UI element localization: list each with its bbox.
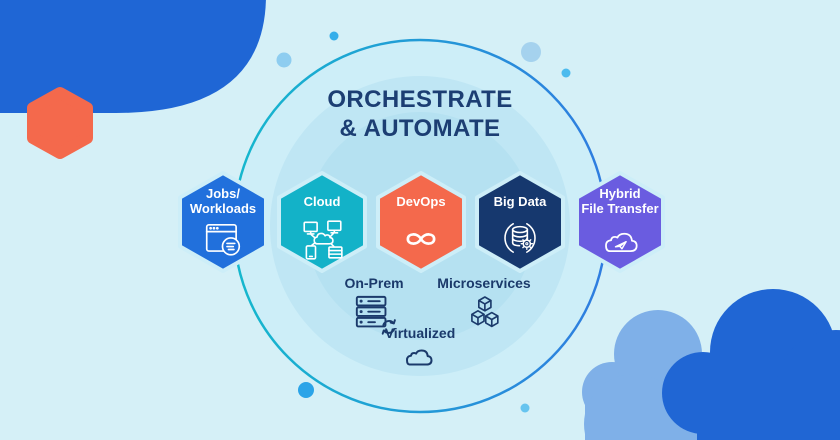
dot: [520, 403, 530, 413]
dot: [329, 31, 339, 41]
hex-icon-wrap: [474, 218, 566, 260]
hex-label-cloud: Cloud: [303, 193, 341, 209]
dot: [298, 382, 314, 398]
infinity-icon: [406, 233, 436, 245]
cubes-icon: [471, 296, 499, 328]
satellite-label-microservices: Microservices: [437, 275, 531, 291]
corner-blob-shape: [0, 0, 266, 113]
floating-dots: [276, 31, 571, 413]
corner-hexagon-shape: [27, 87, 93, 159]
hex-tile-big-data: Big Data: [472, 170, 568, 274]
database-gear-icon: [504, 222, 536, 253]
server-sync-icon: [355, 295, 396, 335]
satellite-virtualized: Virtualized: [374, 325, 466, 367]
satellite-label-virtualized: Virtualized: [384, 325, 456, 341]
hex-tile-hybrid-file-transfer: Hybrid File Transfer: [572, 170, 668, 274]
hex-icon-wrap: [276, 218, 368, 260]
dot: [521, 42, 541, 62]
hex-tile-devops: DevOps: [373, 170, 469, 274]
satellite-on-prem: On-Prem: [328, 275, 420, 336]
satellite-label-on-prem: On-Prem: [344, 275, 404, 291]
hex-label-big-data: Big Data: [493, 193, 547, 209]
hex-icon-wrap: [177, 218, 269, 260]
satellite-microservices: Microservices: [437, 275, 531, 332]
hexagon-shape: [277, 171, 367, 273]
title-line-2: & AUTOMATE: [339, 115, 501, 142]
hex-tile-cloud: Cloud: [274, 170, 370, 274]
hex-icon-wrap: [375, 218, 467, 260]
app-window-tasks-icon: [205, 223, 241, 256]
dot: [276, 52, 292, 68]
hex-icon-wrap: [574, 218, 666, 260]
hex-label-devops: DevOps: [396, 193, 446, 209]
hexagon-shape: [475, 171, 565, 273]
hexagon-shape: [376, 171, 466, 273]
cloud-icon: [406, 349, 433, 366]
hex-tile-jobs-workloads: Jobs/ Workloads: [175, 170, 271, 274]
cloud-network-icon: [302, 219, 343, 260]
title-line-1: ORCHESTRATE: [327, 86, 513, 113]
cloud-dark-shape: [662, 289, 840, 440]
hexagon-shape: [178, 171, 268, 273]
diagram-title: ORCHESTRATE & AUTOMATE: [250, 85, 590, 143]
hex-label-jobs-workloads: Jobs/ Workloads: [189, 186, 257, 216]
cloud-send-icon: [604, 232, 638, 252]
dot: [561, 68, 571, 78]
hexagon-shape: [575, 171, 665, 273]
hex-label-hybrid-file-transfer: Hybrid File Transfer: [581, 186, 659, 216]
